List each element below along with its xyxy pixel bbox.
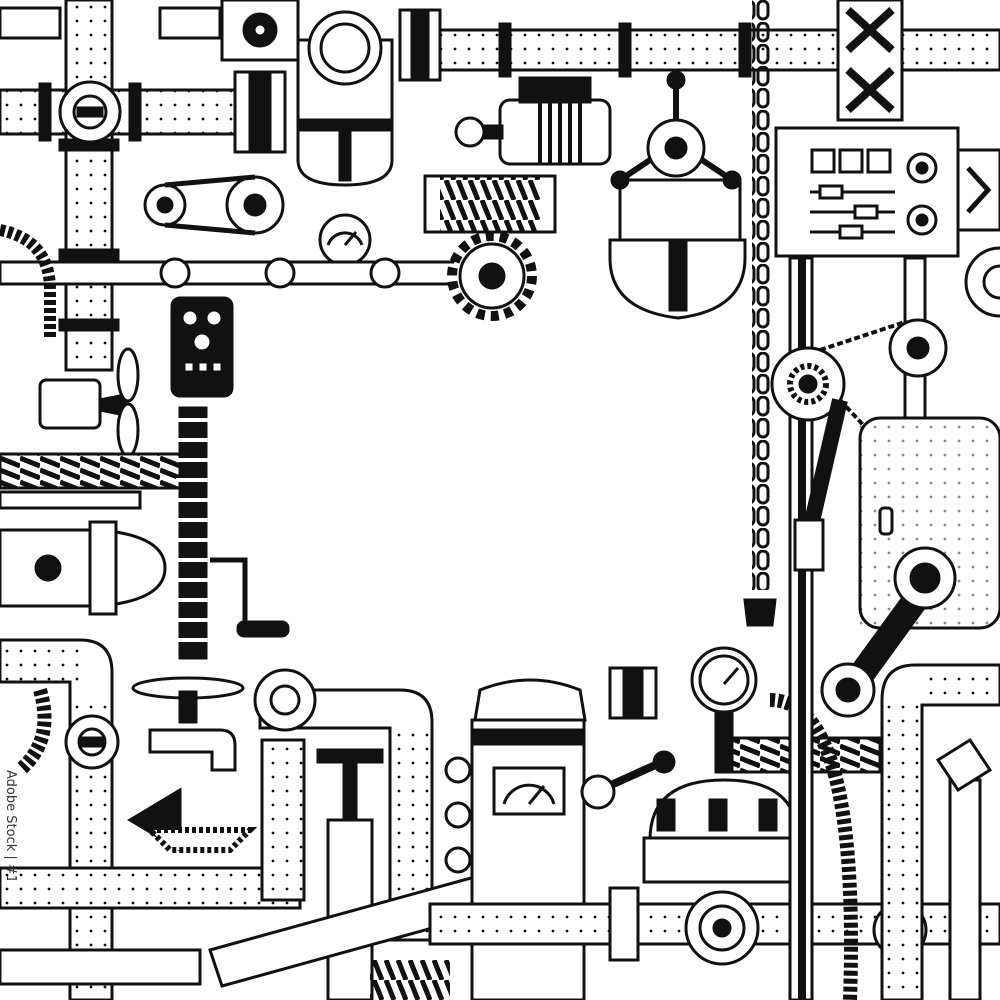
x-brace-tower [836,0,904,122]
crank-arm-right [793,398,848,572]
spring-coil-horizontal [423,174,557,234]
right-side-arrow-plate [956,148,1000,232]
control-panel [774,126,960,258]
vertical-gear-rack [176,406,210,660]
pressure-gauge-top [318,213,372,267]
spring-coil-bottom [370,960,450,1000]
pressure-gauge-bottom [690,646,758,774]
square-gear-plate [220,0,300,62]
riveted-tank-right [858,416,1000,630]
left-vertical-pipe [58,0,120,372]
lever-arm [580,750,676,810]
remote-control-box [170,296,234,398]
valve-wheel-top-left [58,80,122,144]
handwheel-tap [131,676,245,772]
side-tank-left [0,520,167,616]
tri-arm-rotor [610,70,742,190]
piston-linkage [820,546,957,718]
cog-gear-large [447,231,537,321]
dome-tank-right [608,178,747,320]
robot-head-machine [444,678,587,1000]
hand-crank [210,557,290,638]
right-elbow-pipe [880,663,1000,1000]
watermark-text: Adobe Stock | #132729154 [4,770,18,880]
support-post-right [935,737,993,1000]
valve-wheel-lower-left [64,714,120,770]
hanging-chain [743,0,777,627]
flange-joint-bottom [608,666,658,720]
worm-screw-shaft [0,452,192,510]
corrugated-hose [0,224,56,776]
watermark: Adobe Stock | #132729154 [4,770,24,880]
flange-joint-top [398,8,442,82]
right-edge-wheel [964,246,1000,318]
dome-boiler [642,778,806,884]
bevel-gears [127,787,258,853]
top-horizontal-pipe [0,6,1000,78]
propeller [38,347,140,458]
belt-pulleys [143,174,285,236]
porthole-tank [296,10,394,187]
connecting-shaft [0,257,462,289]
electric-motor [454,76,612,166]
vertical-pipe-bottom-left [260,738,306,902]
top-left-horizontal-pipe [0,70,287,154]
